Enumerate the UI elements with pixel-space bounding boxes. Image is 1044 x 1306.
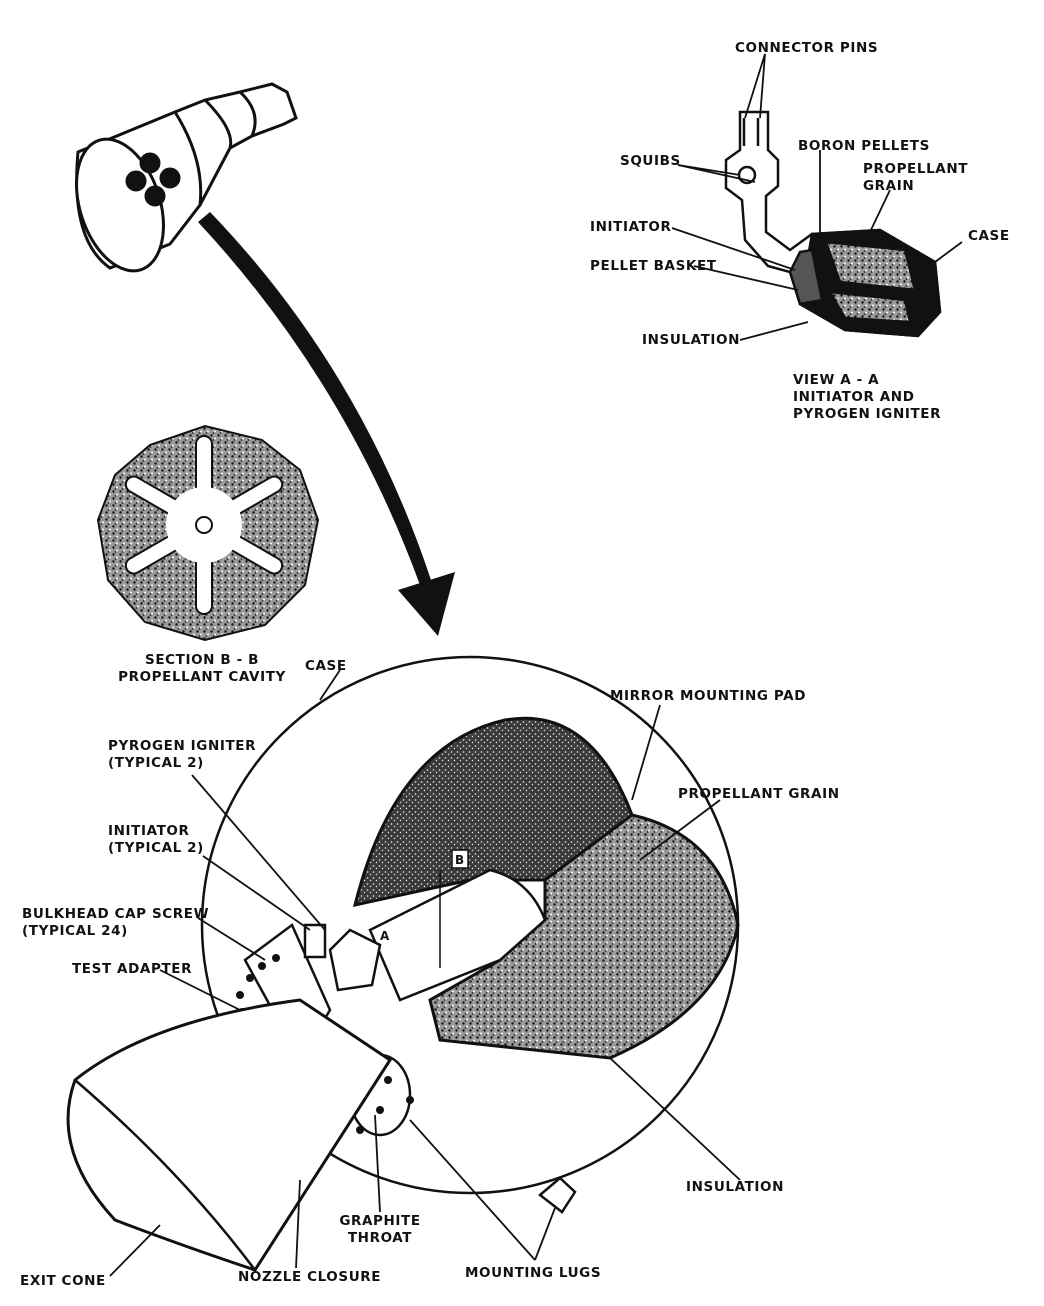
retro-rocket-3	[159, 167, 181, 189]
label-view-aa: VIEW A - A INITIATOR AND PYROGEN IGNITER	[793, 372, 942, 422]
label-propellant-grain-main: PROPELLANT GRAIN	[678, 786, 840, 802]
retro-rocket-1	[139, 152, 161, 174]
label-bulkhead-cap-screw: BULKHEAD CAP SCREW (TYPICAL 24)	[22, 906, 210, 939]
motor-case	[66, 655, 740, 1272]
label-section-bb: SECTION B - B PROPELLANT CAVITY	[118, 652, 286, 685]
label-initiator-top: INITIATOR	[590, 219, 672, 235]
section-mark-b: B	[455, 853, 464, 867]
label-exit-cone: EXIT CONE	[20, 1273, 106, 1289]
label-insulation-top: INSULATION	[642, 332, 741, 348]
label-case-main: CASE	[305, 658, 347, 674]
label-test-adapter: TEST ADAPTER	[72, 961, 193, 977]
leader-lines	[109, 53, 963, 1277]
label-graphite-throat: GRAPHITE THROAT	[339, 1213, 421, 1246]
view-aa-igniter	[724, 110, 942, 338]
label-mirror-mounting-pad: MIRROR MOUNTING PAD	[610, 688, 807, 704]
section-mark-a: A	[380, 929, 390, 943]
label-mounting-lugs: MOUNTING LUGS	[465, 1265, 602, 1281]
label-case-top: CASE	[968, 228, 1010, 244]
spacecraft-capsule	[75, 82, 298, 273]
label-pyrogen-igniter: PYROGEN IGNITER (TYPICAL 2)	[108, 738, 257, 771]
retro-rocket-2	[125, 170, 147, 192]
label-initiator-main: INITIATOR (TYPICAL 2)	[108, 823, 204, 856]
section-mark-b-box	[451, 849, 469, 869]
label-nozzle-closure: NOZZLE CLOSURE	[238, 1269, 382, 1285]
section-bb-cavity	[96, 424, 320, 642]
retro-rocket-4	[144, 185, 166, 207]
label-pellet-basket: PELLET BASKET	[590, 258, 717, 274]
label-propellant-grain-top: PROPELLANT GRAIN	[863, 161, 969, 194]
label-boron-pellets: BORON PELLETS	[798, 138, 930, 154]
label-insulation-main: INSULATION	[686, 1179, 785, 1195]
label-squibs: SQUIBS	[620, 153, 681, 169]
label-connector-pins: CONNECTOR PINS	[735, 40, 879, 56]
locator-arrow	[198, 212, 455, 636]
